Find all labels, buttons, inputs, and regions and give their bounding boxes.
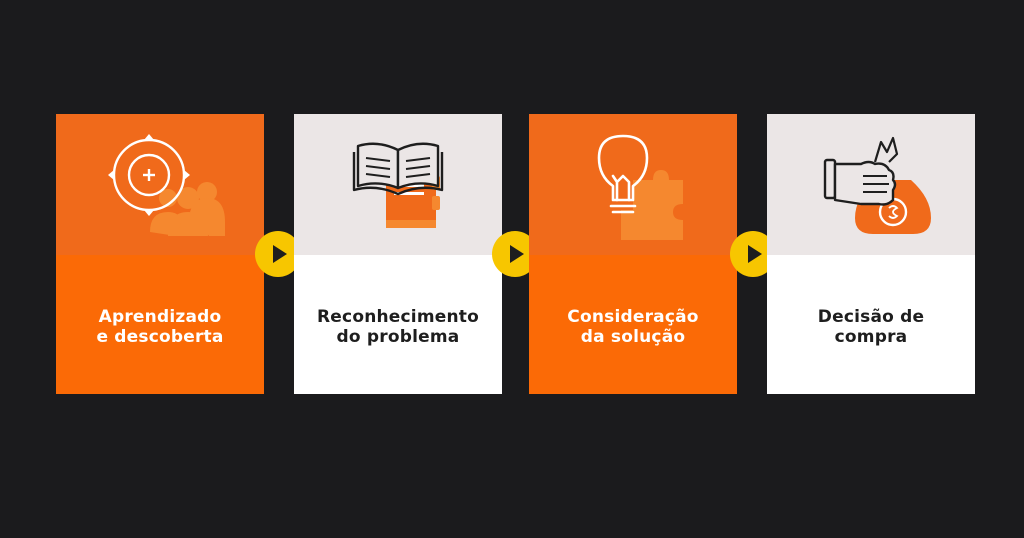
card-bottom [767,255,975,394]
step-label: Aprendizado e descoberta [96,307,224,347]
step-card-decision: Decisão de compra [767,114,975,394]
step-card-solution: Consideração da solução [529,114,737,394]
step-card-problem: Reconhecimento do problema [294,114,502,394]
card-bottom [56,255,264,394]
next-arrow-icon [255,231,301,277]
step-card-learning: Aprendizado e descoberta [56,114,264,394]
books-icon [352,142,444,228]
money-bag-hand-icon [823,136,931,234]
card-bottom [294,255,502,394]
lightbulb-puzzle-icon [597,134,683,240]
step-label: Decisão de compra [817,307,925,347]
target-audience-icon [108,134,225,236]
step-label: Consideração da solução [567,307,699,347]
step-label: Reconhecimento do problema [317,307,479,347]
card-bottom [529,255,737,394]
